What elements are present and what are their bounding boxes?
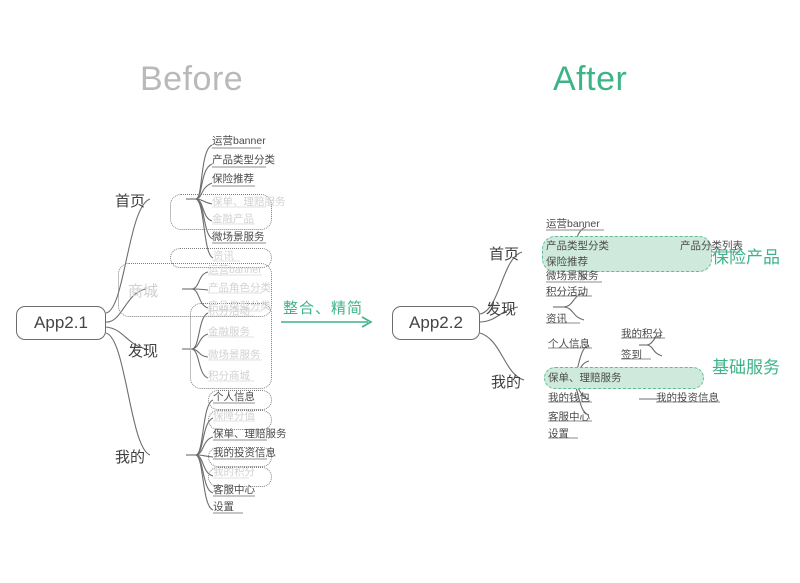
leaf-item[interactable]: 保障分值 — [213, 410, 255, 422]
leaf-item[interactable]: 运营banner — [546, 218, 600, 230]
page-title-before: Before — [140, 60, 244, 98]
leaf-item[interactable]: 我的积分 — [213, 466, 255, 478]
leaf-item[interactable]: 个人信息 — [213, 391, 255, 403]
leaf-item[interactable]: 我的投资信息 — [213, 447, 276, 459]
leaf-item[interactable]: 保单、理赔服务 — [212, 196, 286, 208]
dashed-group-mine-points — [208, 467, 272, 487]
dashed-group-mall — [118, 263, 272, 317]
branch-label-mine-after[interactable]: 我的 — [491, 374, 522, 391]
leaf-item-my-investment-info[interactable]: 我的投资信息 — [656, 392, 719, 404]
leaf-item[interactable]: 资讯 — [213, 250, 234, 262]
leaf-item[interactable]: 保单、理赔服务 — [548, 372, 622, 384]
leaf-item[interactable]: 运营banner — [208, 264, 262, 276]
leaf-item-product-category-list[interactable]: 产品分类列表 — [680, 240, 743, 252]
leaf-item[interactable]: 产品类型分类 — [212, 154, 275, 166]
branch-label-mall-before[interactable]: 商城 — [128, 283, 159, 300]
dashed-group-home-news — [170, 248, 272, 268]
branch-label-home-before[interactable]: 首页 — [115, 193, 146, 210]
branch-label-discover-after[interactable]: 发现 — [486, 301, 517, 318]
leaf-item[interactable]: 产品角色分类 — [208, 282, 271, 294]
highlight-box-basic-services — [544, 367, 704, 389]
root-node-app22[interactable]: App2.2 — [392, 306, 480, 340]
leaf-item[interactable]: 运营banner — [212, 135, 266, 147]
leaf-item[interactable]: 客服中心 — [548, 411, 590, 423]
leaf-item-my-points[interactable]: 我的积分 — [621, 328, 663, 340]
leaf-item-checkin[interactable]: 签到 — [621, 349, 642, 361]
branch-label-home-after[interactable]: 首页 — [489, 246, 520, 263]
dashed-group-mine-personal — [208, 390, 272, 410]
leaf-item[interactable]: 微场景服务 — [208, 349, 261, 361]
leaf-item[interactable]: 保单、理赔服务 — [213, 428, 287, 440]
dashed-group-mine-score — [208, 410, 272, 430]
dashed-group-home-merged — [170, 194, 272, 230]
leaf-item[interactable]: 设置 — [548, 428, 569, 440]
leaf-item[interactable]: 产品类型分类 — [208, 300, 271, 312]
leaf-item[interactable]: 资讯 — [546, 313, 567, 325]
leaf-item[interactable]: 个人信息 — [548, 338, 590, 350]
leaf-item[interactable]: 微场景服务 — [212, 231, 265, 243]
leaf-item[interactable]: 金融服务 — [208, 326, 250, 338]
leaf-item[interactable]: 保险推荐 — [212, 173, 254, 185]
leaf-item[interactable]: 积分商城 — [208, 370, 250, 382]
leaf-item[interactable]: 客服中心 — [213, 484, 255, 496]
page-title-after: After — [553, 60, 628, 98]
leaf-item[interactable]: 积分活动 — [546, 286, 588, 298]
dashed-group-mine-invest — [208, 447, 272, 467]
branch-label-discover-before[interactable]: 发现 — [128, 343, 159, 360]
leaf-item[interactable]: 微场景服务 — [546, 270, 599, 282]
leaf-item[interactable]: 保险推荐 — [546, 256, 588, 268]
branch-label-mine-before[interactable]: 我的 — [115, 449, 146, 466]
group-label-insurance-products: 保险产品 — [712, 248, 780, 267]
highlight-box-insurance-products — [542, 236, 712, 272]
arrow-right-icon — [281, 316, 373, 328]
transition-caption: 整合、精简 — [283, 300, 364, 317]
leaf-item[interactable]: 设置 — [213, 501, 234, 513]
root-node-app21[interactable]: App2.1 — [16, 306, 106, 340]
dashed-group-discover — [190, 303, 272, 389]
leaf-item[interactable]: 我的钱包 — [548, 392, 590, 404]
leaf-item[interactable]: 积分活动 — [208, 305, 250, 317]
group-label-basic-services: 基础服务 — [712, 358, 780, 377]
leaf-item[interactable]: 金融产品 — [212, 213, 254, 225]
leaf-item[interactable]: 产品类型分类 — [546, 240, 609, 252]
